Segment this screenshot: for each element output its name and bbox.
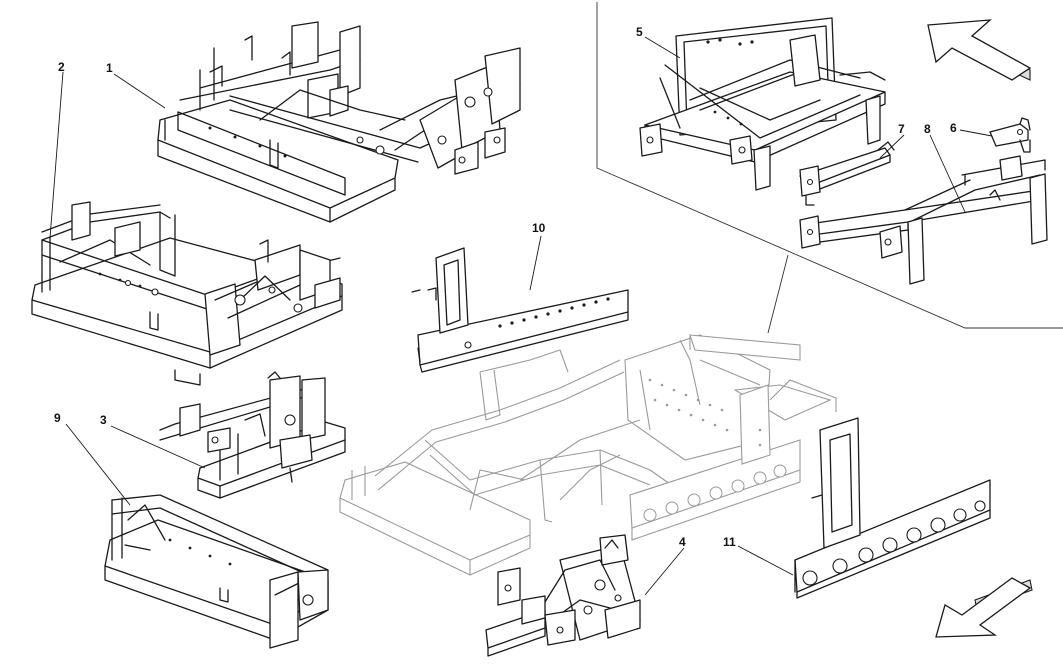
leader-lines bbox=[49, 36, 993, 596]
front-direction-arrow bbox=[927, 19, 1032, 81]
part-3-front-subframe bbox=[159, 371, 346, 499]
callout-5: 5 bbox=[636, 25, 643, 39]
inset-divider bbox=[596, 2, 1063, 334]
part-5-rear-frame-assembly bbox=[639, 17, 886, 191]
callout-10: 10 bbox=[532, 221, 546, 235]
part-11-rear-side-rail-with-hoop bbox=[794, 417, 991, 599]
rear-direction-arrow bbox=[935, 577, 1033, 638]
callout-4: 4 bbox=[679, 535, 686, 549]
callout-3: 3 bbox=[100, 413, 107, 427]
callout-2: 2 bbox=[58, 60, 65, 74]
callout-11: 11 bbox=[723, 535, 736, 549]
part-4-rear-subframe bbox=[485, 534, 641, 657]
complete-chassis-reference bbox=[339, 334, 837, 576]
callout-6: 6 bbox=[950, 121, 957, 135]
callout-8: 8 bbox=[924, 122, 931, 136]
part-2-front-cradle-frame bbox=[31, 201, 343, 386]
part-8-rear-cradle-frame bbox=[799, 155, 1048, 285]
part-10-side-rail-with-hoop bbox=[411, 247, 629, 373]
callout-9: 9 bbox=[54, 411, 61, 425]
part-1-front-frame-assembly bbox=[157, 21, 521, 223]
part-7-cross-member bbox=[799, 141, 895, 206]
callout-labels: 1 2 3 9 5 6 7 8 10 4 11 bbox=[54, 25, 957, 549]
part-9-front-bumper-frame bbox=[104, 494, 329, 649]
callout-7: 7 bbox=[898, 122, 905, 136]
part-6-mounting-bracket bbox=[989, 117, 1031, 153]
callout-1: 1 bbox=[106, 61, 113, 75]
